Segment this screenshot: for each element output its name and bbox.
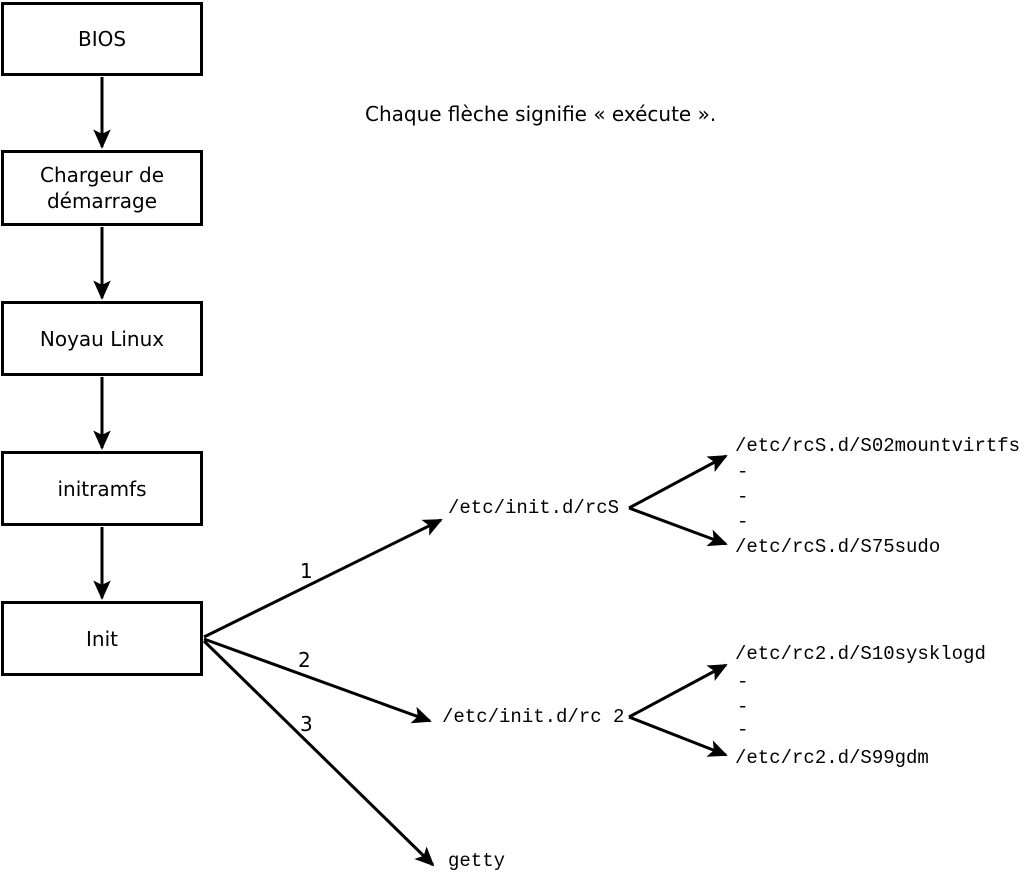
legend-caption: Chaque flèche signifie « exécute ». xyxy=(365,102,717,126)
script-rc2-first: /etc/rc2.d/S10sysklogd xyxy=(735,643,986,665)
ellipsis-dash: - xyxy=(737,696,749,718)
ellipsis-dash: - xyxy=(737,719,749,741)
target-init-d-rc2: /etc/init.d/rc 2 xyxy=(442,706,625,728)
arrow-init-to-getty xyxy=(202,639,435,867)
ellipsis-dash: - xyxy=(737,511,749,533)
script-rcs-last: /etc/rcS.d/S75sudo xyxy=(735,536,941,558)
node-init-label: Init xyxy=(86,626,118,651)
arrow-order-label-1: 1 xyxy=(300,559,313,583)
node-initramfs-label: initramfs xyxy=(57,476,147,501)
target-init-d-rcs: /etc/init.d/rcS xyxy=(448,497,620,519)
arrow-init-to-rc2 xyxy=(203,637,432,724)
arrow-rcs-to-first-script xyxy=(628,454,728,510)
arrow-order-label-3: 3 xyxy=(300,712,313,736)
script-rcs-first: /etc/rcS.d/S02mountvirtfs xyxy=(735,435,1021,457)
arrow-rcs-to-last-script xyxy=(628,506,728,547)
node-bios: BIOS xyxy=(1,2,203,76)
node-init: Init xyxy=(1,601,203,676)
node-initramfs: initramfs xyxy=(1,451,203,526)
node-bootloader: Chargeur de démarrage xyxy=(1,150,203,226)
arrow-order-label-2: 2 xyxy=(298,648,311,672)
arrow-rc2-to-last-script xyxy=(628,715,728,757)
ellipsis-dash: - xyxy=(737,461,749,483)
arrow-init-to-rcs xyxy=(203,518,443,639)
script-rc2-last: /etc/rc2.d/S99gdm xyxy=(735,747,929,769)
node-bootloader-label: Chargeur de démarrage xyxy=(39,163,165,213)
target-getty: getty xyxy=(448,850,506,872)
ellipsis-dash: - xyxy=(737,486,749,508)
node-linux-kernel-label: Noyau Linux xyxy=(39,326,165,351)
ellipsis-dash: - xyxy=(737,671,749,693)
node-bios-label: BIOS xyxy=(77,27,127,51)
node-linux-kernel: Noyau Linux xyxy=(1,301,203,376)
arrow-rc2-to-first-script xyxy=(628,663,728,719)
